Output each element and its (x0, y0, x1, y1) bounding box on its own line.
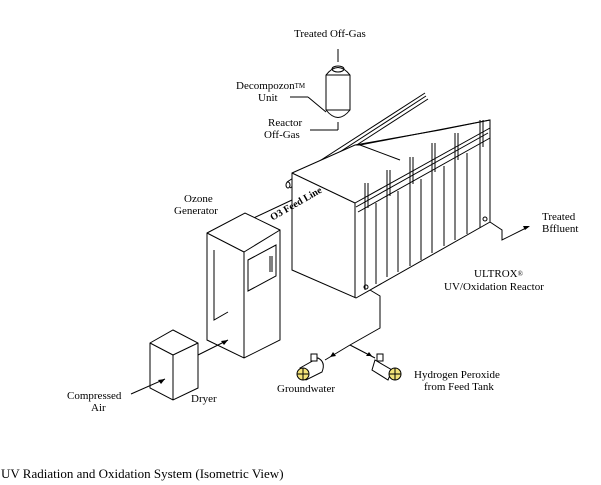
peroxide-pump (371, 353, 402, 381)
label-unit: Unit (258, 92, 278, 104)
uv-reactor (291, 119, 491, 299)
label-decompozon-text: Decompozon (236, 80, 295, 92)
trademark-mark: TM (294, 82, 306, 90)
label-decompozon: DecompozonTM (236, 80, 305, 93)
influent-line (324, 289, 381, 361)
label-generator: Generator (174, 205, 218, 217)
label-hydrogen-peroxide: Hydrogen Peroxide (414, 369, 500, 381)
label-effluent: Bffluent (542, 223, 579, 235)
label-groundwater: Groundwater (277, 383, 336, 395)
label-reactor: Reactor (268, 117, 303, 129)
arrow-icon (366, 352, 372, 356)
label-ozone: Ozone (184, 193, 213, 205)
label-from-feed-tank: from Feed Tank (424, 381, 494, 393)
ozone-generator (206, 212, 281, 359)
groundwater-pump (296, 353, 324, 381)
effluent-line (489, 221, 529, 241)
arrow-icon (221, 340, 228, 345)
label-ultrox: ULTROX® (474, 268, 523, 281)
label-ultrox-text: ULTROX (474, 268, 518, 280)
label-dryer: Dryer (191, 393, 217, 405)
label-air: Air (91, 402, 106, 414)
arrow-icon (158, 379, 165, 384)
label-uv-reactor: UV/Oxidation Reactor (444, 281, 544, 293)
registered-mark: ® (517, 270, 523, 278)
decompozon-unit (325, 49, 351, 130)
leader-unit-2 (307, 96, 327, 113)
arrow-icon (330, 352, 336, 357)
figure-caption: UV Radiation and Oxidation System (Isome… (1, 466, 284, 481)
label-treated: Treated (542, 211, 576, 223)
uv-lamps (364, 120, 484, 290)
label-compressed: Compressed (67, 390, 122, 402)
arrow-icon (523, 226, 530, 230)
label-offgas: Off-Gas (264, 129, 300, 141)
dryer (149, 329, 199, 401)
peroxide-line (349, 344, 376, 359)
label-treated-offgas: Treated Off-Gas (294, 28, 366, 40)
